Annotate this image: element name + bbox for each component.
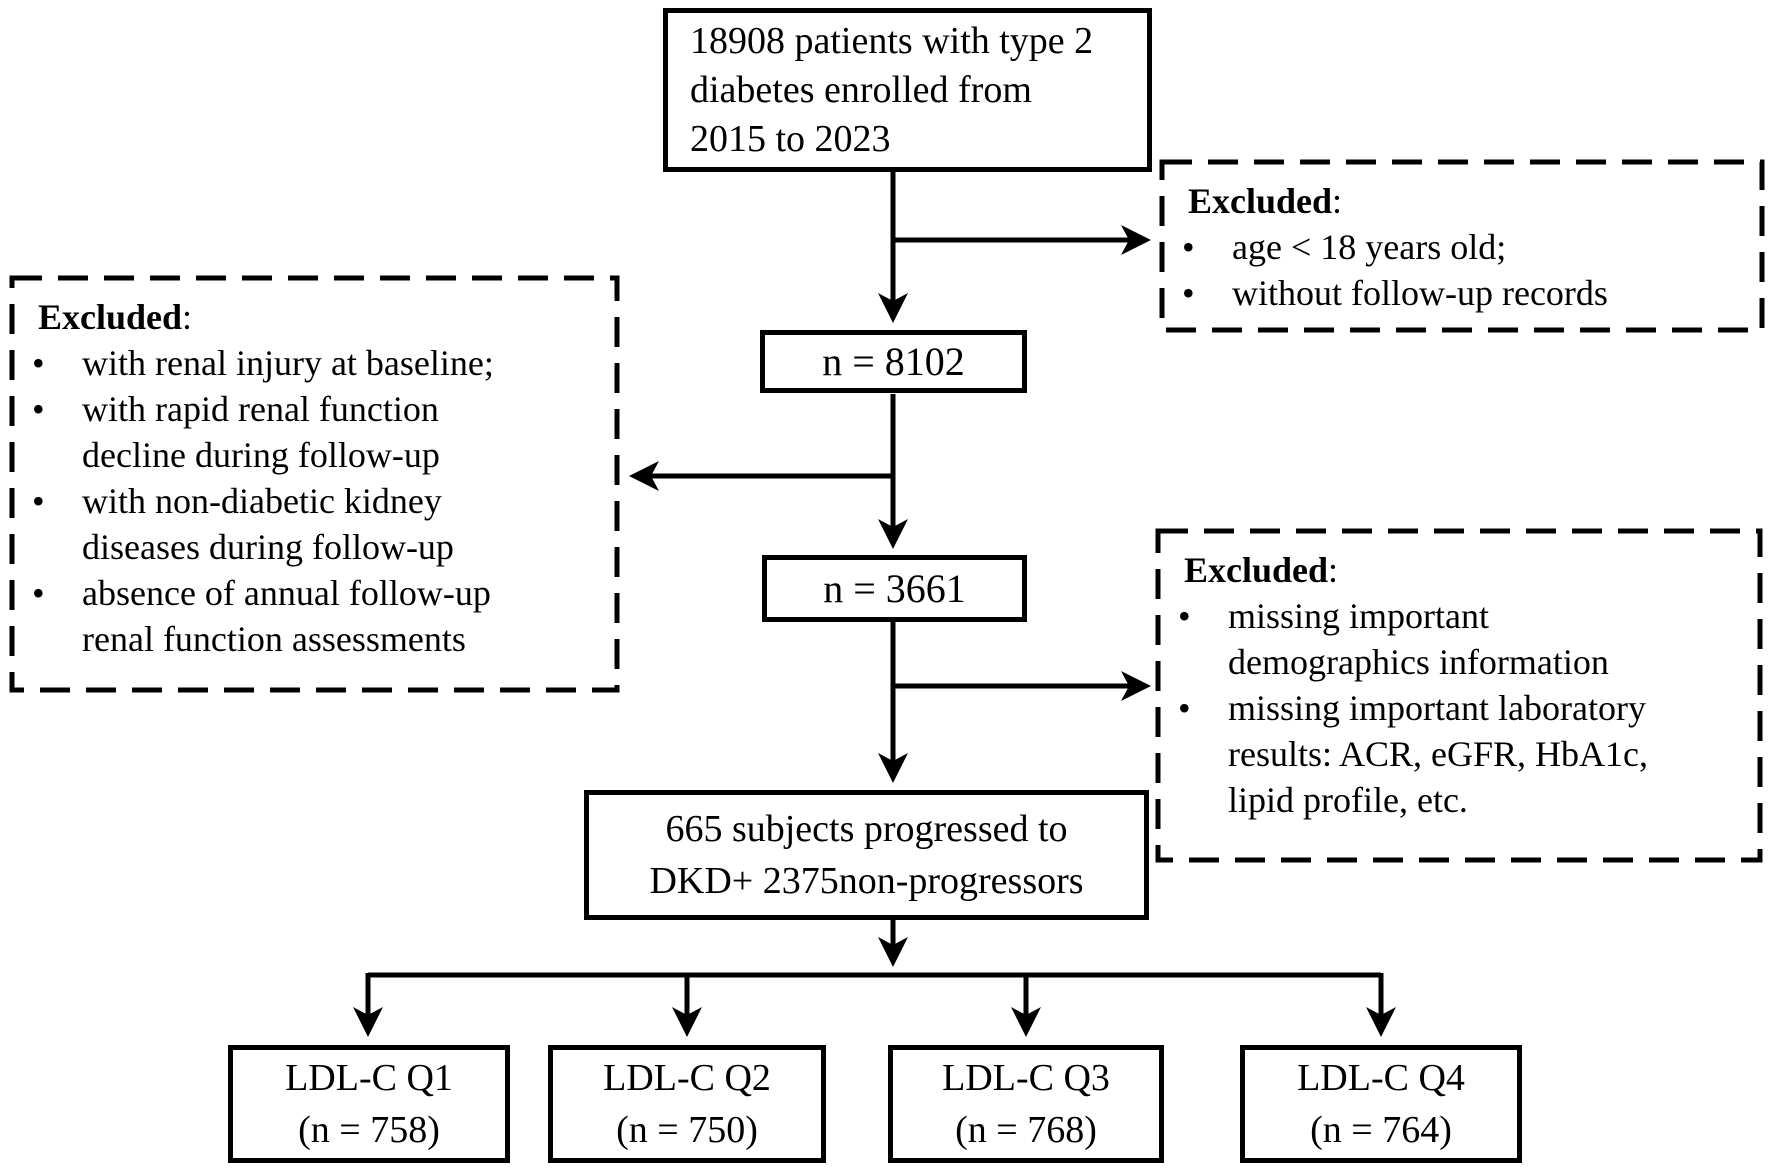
n8102-box: n = 8102 (760, 330, 1027, 393)
excluded-missing-data-title: Excluded: (1184, 550, 1339, 590)
excluded-renal-title: Excluded: (38, 297, 193, 337)
bullet-icon: • (1178, 688, 1191, 728)
excluded-renal-box: Excluded: • with renal injury at baselin… (12, 278, 617, 690)
quartile-box-q1: LDL-C Q1 (n = 758) (228, 1045, 510, 1163)
bullet-icon: • (1182, 227, 1195, 267)
n3661-box: n = 3661 (762, 555, 1027, 622)
bullet-icon: • (32, 389, 45, 429)
enrolled-patients-box: 18908 patients with type 2 diabetes enro… (663, 8, 1152, 172)
excluded-age-box-border (1159, 159, 1765, 333)
bullet-icon: • (32, 343, 45, 383)
quartile-text: LDL-C Q2 (n = 750) (603, 1057, 771, 1151)
quartile-box-q2: LDL-C Q2 (n = 750) (548, 1045, 826, 1163)
progressors-text: 665 subjects progressed to DKD+ 2375non-… (649, 808, 1084, 902)
exclusion-item: • without follow-up records (1180, 270, 1748, 316)
exclusion-item: • age < 18 years old; (1180, 224, 1748, 270)
exclusion-item: • with rapid renal function decline duri… (30, 386, 603, 478)
n8102-text: n = 8102 (822, 339, 965, 384)
excluded-age-box: Excluded: • age < 18 years old; • withou… (1162, 162, 1762, 330)
excluded-missing-data-box-border (1155, 528, 1763, 863)
quartile-box-q3: LDL-C Q3 (n = 768) (888, 1045, 1164, 1163)
bullet-icon: • (1178, 596, 1191, 636)
excluded-missing-data-box: Excluded: • missing important demographi… (1158, 531, 1760, 860)
exclusion-item: • missing important demographics informa… (1176, 593, 1746, 685)
enrolled-patients-text: 18908 patients with type 2 diabetes enro… (690, 19, 1094, 160)
bullet-icon: • (32, 573, 45, 613)
exclusion-item: • absence of annual follow-up renal func… (30, 570, 603, 662)
exclusion-item: • with non-diabetic kidney diseases duri… (30, 478, 603, 570)
progressors-box: 665 subjects progressed to DKD+ 2375non-… (584, 790, 1149, 920)
exclusion-item: • missing important laboratory results: … (1176, 685, 1746, 823)
n3661-text: n = 3661 (823, 566, 966, 611)
quartile-text: LDL-C Q3 (n = 768) (942, 1057, 1110, 1151)
quartile-box-q4: LDL-C Q4 (n = 764) (1240, 1045, 1522, 1163)
bullet-icon: • (32, 481, 45, 521)
bullet-icon: • (1182, 273, 1195, 313)
excluded-renal-box-border (9, 275, 620, 693)
quartile-text: LDL-C Q4 (n = 764) (1297, 1057, 1465, 1151)
quartile-text: LDL-C Q1 (n = 758) (285, 1057, 453, 1151)
excluded-age-title: Excluded: (1188, 181, 1343, 221)
exclusion-item: • with renal injury at baseline; (30, 340, 603, 386)
